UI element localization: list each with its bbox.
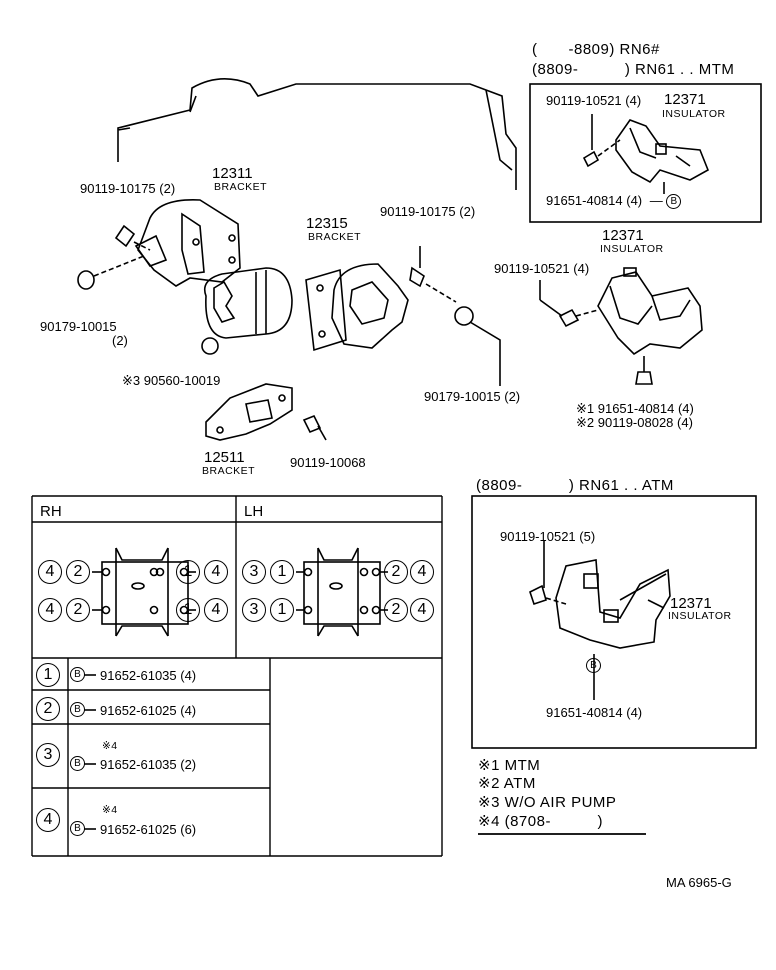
grommet-shape [201, 337, 219, 355]
insulator-right-name: INSULATOR [600, 243, 664, 255]
rh-r1-a: 4 [38, 560, 62, 584]
bracket-12315-name: BRACKET [308, 231, 362, 243]
mtm-header-line2: (8809- ) RN61 . . MTM [532, 61, 735, 78]
table-grid [31, 495, 443, 857]
legend-1-num: 1 [36, 663, 60, 687]
legend-4-part: 91652-61025 (6) [100, 822, 197, 837]
bolt-mid-label: 90119-10175 (2) [380, 204, 476, 219]
note-2: ※2 ATM [478, 776, 536, 791]
legend-4-note: ※4 [102, 804, 118, 816]
legend-3-mark-icon: B [70, 756, 85, 771]
bracket-12511-drawing [205, 383, 293, 441]
note-4: ※4 (8708- ) [478, 814, 603, 829]
atm-bolt-label: 90119-10521 (5) [500, 529, 596, 544]
legend-4-num: 4 [36, 808, 60, 832]
atm-box [471, 495, 757, 749]
washer-left-qty: (2) [112, 333, 128, 348]
legend-3-num: 3 [36, 743, 60, 767]
note-3-mark: ※3 [478, 794, 500, 811]
lh-r1-b: 1 [270, 560, 294, 584]
legend-2-mark-icon: B [70, 702, 85, 717]
bolt-right-label: 90119-10521 (4) [494, 261, 590, 276]
note-2-mark: ※2 [478, 775, 500, 792]
note-3: ※3 W/O AIR PUMP [478, 795, 616, 810]
note-1-mark: ※1 [478, 757, 500, 774]
insulator-right-no: 12371 [602, 227, 644, 244]
rh-r1-b: 2 [66, 560, 90, 584]
legend-3-note: ※4 [102, 740, 118, 752]
rh-r2-a: 4 [38, 598, 62, 622]
lh-header: LH [244, 503, 264, 520]
mtm-part-name: INSULATOR [662, 108, 726, 120]
mtm-box [529, 83, 762, 223]
legend-1-part: 91652-61035 (4) [100, 668, 197, 683]
footer-code: MA 6965-G [666, 875, 732, 890]
legend-1-mark-icon: B [70, 667, 85, 682]
insulator-right-drawing [539, 267, 703, 385]
note-1-text: MTM [504, 757, 541, 774]
note-3-text: W/O AIR PUMP [504, 794, 617, 811]
atm-b-mark-icon: B [586, 658, 601, 673]
rh-r2-d: 4 [204, 598, 228, 622]
legend-3-part: 91652-61035 (2) [100, 757, 197, 772]
lh-r2-c: 2 [384, 598, 408, 622]
atm-part-name: INSULATOR [668, 610, 732, 622]
lh-r1-a: 3 [242, 560, 266, 584]
washer-mid-label: 90179-10015 (2) [424, 389, 521, 404]
atm-insulator-drawing [529, 540, 671, 700]
engine-outline [117, 78, 517, 190]
bracket-12311-drawing [134, 199, 241, 287]
bracket-12311-no: 12311 [212, 165, 253, 182]
note1-part-label: ※1 91651-40814 (4) [576, 401, 694, 416]
bolt-upper-left-shape [114, 224, 136, 248]
bolt-upper-left-label: 90119-10175 (2) [80, 181, 176, 196]
atm-part-no: 12371 [670, 595, 712, 612]
rh-r2-b: 2 [66, 598, 90, 622]
bracket-12315-no: 12315 [306, 215, 348, 232]
bolt-mid-shape [409, 266, 425, 288]
atm-nut-label: 91651-40814 (4) [546, 705, 643, 720]
mtm-part-no: 12371 [664, 91, 706, 108]
b-mark-icon: B [666, 194, 682, 210]
mtm-header-line1: ( -8809) RN6# [532, 41, 660, 58]
washer-left-label: 90179-10015 [40, 319, 117, 334]
lh-r2-d: 4 [410, 598, 434, 622]
note-4-mark: ※4 [478, 813, 500, 830]
mtm-bolt-label: 90119-10521 (4) [546, 93, 642, 108]
atm-header: (8809- ) RN61 . . ATM [476, 477, 674, 494]
bracket-12311-name: BRACKET [214, 181, 268, 193]
mtm-nut-part: 91651-40814 (4) [546, 193, 643, 208]
legend-2-part: 91652-61025 (4) [100, 703, 197, 718]
note2-part-label: ※2 90119-08028 (4) [576, 415, 693, 430]
rh-header: RH [40, 503, 62, 520]
lh-r2-b: 1 [270, 598, 294, 622]
bolt-lower-label: 90119-10068 [290, 455, 366, 470]
lh-bracket-sketch [296, 547, 388, 637]
note-4-text: (8708- ) [504, 813, 603, 830]
washer-left-shape [77, 270, 95, 290]
bracket-12315-drawing [305, 263, 409, 352]
mtm-nut-label: 91651-40814 (4) — B [546, 193, 683, 210]
rh-r1-d: 4 [204, 560, 228, 584]
note-1: ※1 MTM [478, 758, 540, 773]
lh-r1-c: 2 [384, 560, 408, 584]
bracket-12511-name: BRACKET [202, 465, 256, 477]
washer-mid-shape [454, 306, 474, 326]
legend-4-mark-icon: B [70, 821, 85, 836]
lh-r1-d: 4 [410, 560, 434, 584]
alternator-drawing [203, 267, 293, 339]
lh-r2-a: 3 [242, 598, 266, 622]
mtm-insulator-drawing [582, 114, 710, 194]
bracket-12511-no: 12511 [204, 449, 245, 466]
rh-r1-c: 1 [176, 560, 200, 584]
legend-2-num: 2 [36, 697, 60, 721]
note3-part-label: ※3 90560-10019 [122, 373, 221, 388]
note-2-text: ATM [503, 775, 536, 792]
bolt-lower-shape [302, 414, 322, 434]
rh-r2-c: 1 [176, 598, 200, 622]
